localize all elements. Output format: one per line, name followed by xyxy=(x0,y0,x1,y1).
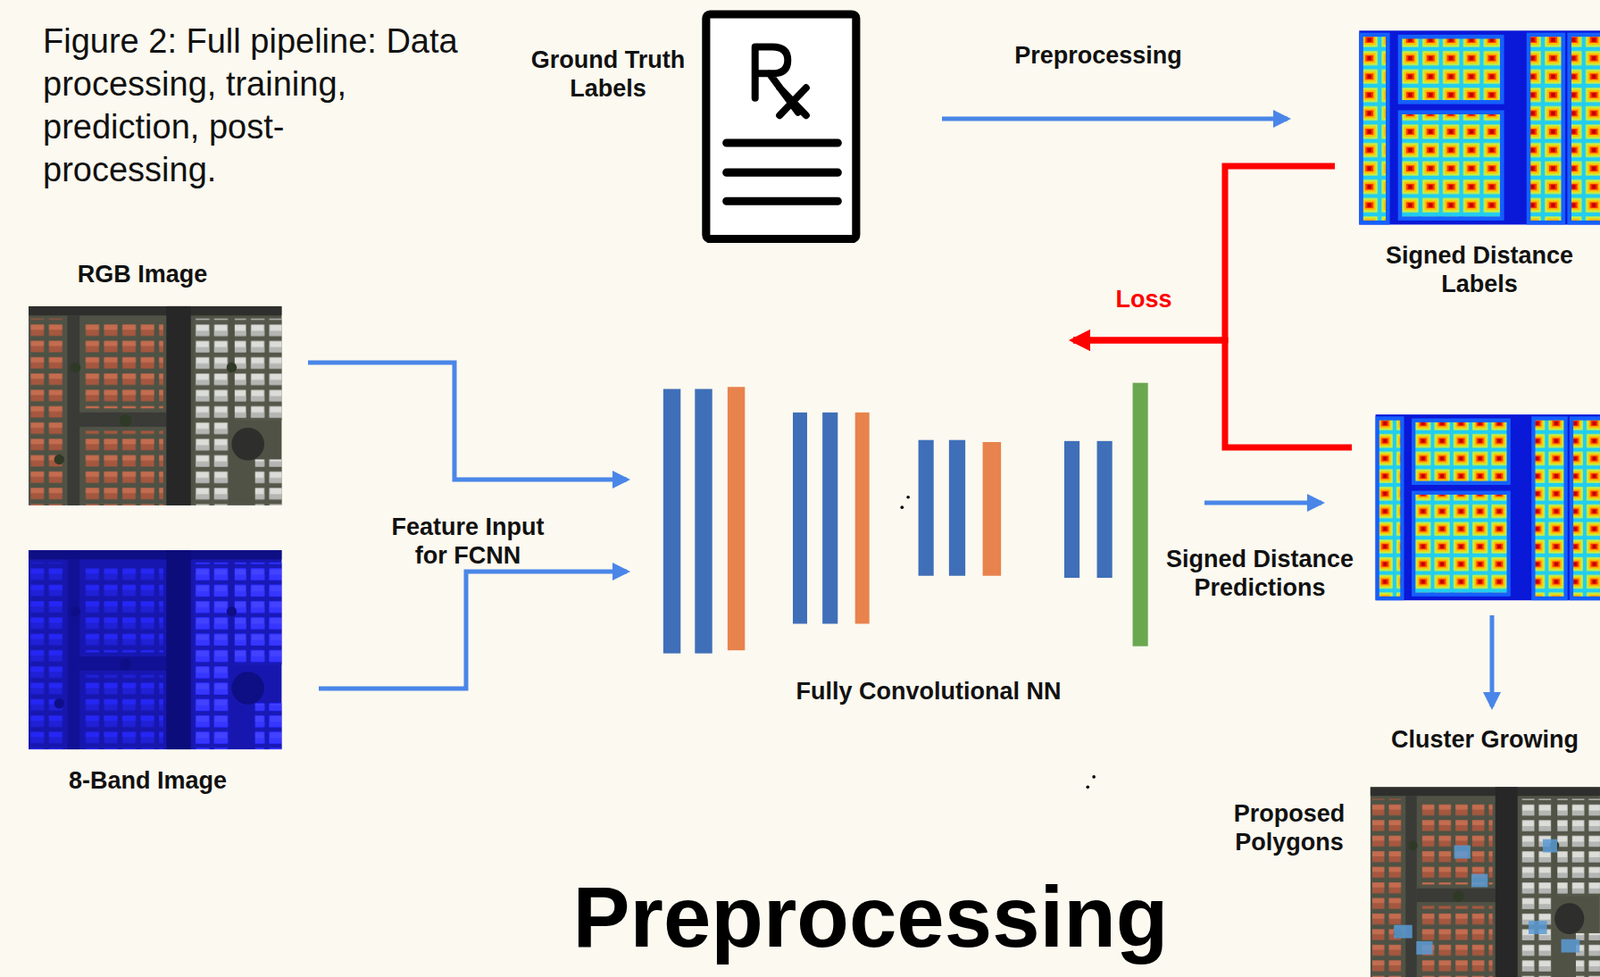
prediction-heatmap-image xyxy=(1375,414,1600,600)
edge-label: Loss xyxy=(1111,284,1175,314)
flow-arrow xyxy=(1073,166,1335,341)
ground-truth-document-icon xyxy=(706,14,857,239)
proposed-polygons-image xyxy=(1393,925,1413,939)
rgb-image xyxy=(28,306,282,506)
ellipsis-dots xyxy=(900,495,1096,789)
network-layers xyxy=(822,412,838,625)
ellipsis-dots xyxy=(900,505,904,509)
network-layers xyxy=(949,440,966,576)
network-layers xyxy=(983,441,1002,576)
eight-band-image xyxy=(28,550,282,750)
flow-arrow xyxy=(1490,615,1495,707)
ellipsis-dots xyxy=(1085,785,1090,790)
node-label: Fully Convolutional NN xyxy=(741,676,1117,706)
proposed-polygons-image xyxy=(1471,874,1488,888)
proposed-polygons-image xyxy=(1454,845,1471,859)
polygons-node: Proposed Polygons xyxy=(1370,786,1600,977)
signed-distance-labels-image xyxy=(1358,30,1600,225)
edge-label: Preprocessing xyxy=(1010,41,1186,70)
ellipsis-dots xyxy=(906,495,910,500)
label-heatmap-node: Signed Distance Labels xyxy=(1358,30,1600,225)
network-layers xyxy=(663,383,1149,654)
network-layers xyxy=(694,389,712,654)
network-layers xyxy=(918,440,934,576)
node-label: Ground Truth Labels xyxy=(522,45,694,103)
ground-truth-node: Ground Truth Labels xyxy=(522,9,862,244)
node-label: 8-Band Image xyxy=(21,766,275,795)
flow-arrow xyxy=(941,116,1288,122)
proposed-polygons-image xyxy=(1542,839,1558,853)
ground-truth-document-icon xyxy=(726,142,839,201)
network-layers xyxy=(792,412,808,625)
node-label: Signed Distance Predictions xyxy=(1160,544,1359,602)
network-layers xyxy=(663,389,681,654)
network-layers xyxy=(1064,441,1080,578)
network-layers xyxy=(1133,383,1149,647)
network-layers xyxy=(1097,441,1113,578)
flow-arrow xyxy=(318,571,627,689)
node-label: RGB Image xyxy=(16,259,269,289)
figure-caption: Figure 2: Full pipeline: Data processing… xyxy=(42,19,463,192)
flow-arrow xyxy=(308,362,627,480)
fcnn-node: Fully Convolutional NN xyxy=(663,382,1149,654)
annotation-label: Feature Input for FCNN xyxy=(374,512,562,570)
ground-truth-document-icon xyxy=(706,14,857,239)
node-label: Proposed Polygons xyxy=(1225,799,1353,857)
band-image-node: 8-Band Image xyxy=(28,550,282,749)
prediction-node: Signed Distance Predictions xyxy=(1375,414,1600,600)
node-label: Signed Distance Labels xyxy=(1367,241,1592,299)
proposed-polygons-image xyxy=(1561,939,1581,953)
slide-title: Preprocessing xyxy=(0,867,1600,967)
proposed-polygons-image xyxy=(1370,786,1600,977)
edge-label: Cluster Growing xyxy=(1387,725,1583,754)
proposed-polygons-image xyxy=(1416,941,1433,955)
network-layers xyxy=(855,412,870,625)
proposed-polygons-image xyxy=(1370,786,1600,977)
network-layers xyxy=(727,386,745,650)
ground-truth-document-icon xyxy=(755,47,807,117)
flow-arrow xyxy=(1204,500,1322,506)
ellipsis-dots xyxy=(1091,775,1096,779)
flow-arrow xyxy=(1073,340,1352,448)
rgb-image-node: RGB Image xyxy=(28,306,282,506)
proposed-polygons-image xyxy=(1528,920,1548,934)
